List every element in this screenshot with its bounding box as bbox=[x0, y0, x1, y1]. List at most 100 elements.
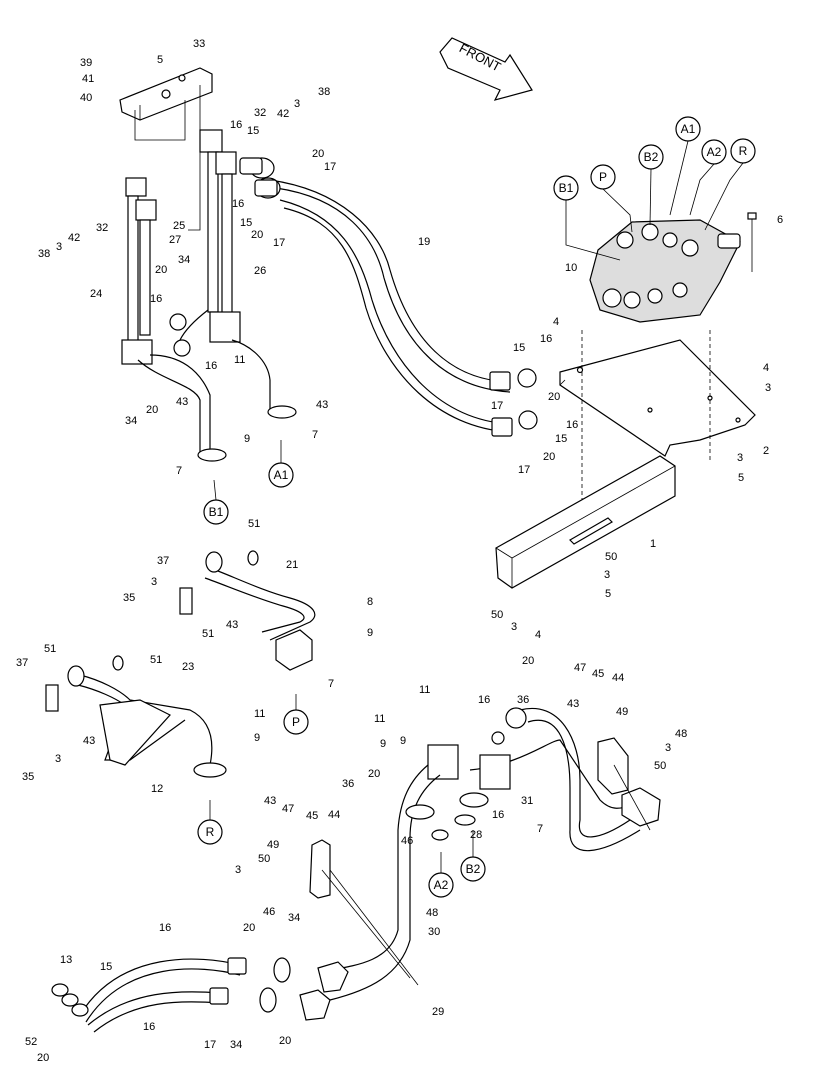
part-number-label: 50 bbox=[605, 551, 617, 563]
part-number-label: 17 bbox=[204, 1039, 216, 1051]
part-number-label: 5 bbox=[157, 54, 163, 66]
part-number-label: 34 bbox=[288, 912, 300, 924]
part-number-label: 3 bbox=[737, 452, 743, 464]
part-number-label: 17 bbox=[324, 161, 336, 173]
part-number-label: 9 bbox=[254, 732, 260, 744]
part-number-label: 3 bbox=[604, 569, 610, 581]
part-number-label: 30 bbox=[428, 926, 440, 938]
part-number-label: 4 bbox=[763, 362, 769, 374]
part-number-label: 51 bbox=[248, 518, 260, 530]
front-arrow: FRONT bbox=[439, 37, 533, 101]
control-valve-10 bbox=[589, 219, 741, 323]
part-number-label: 16 bbox=[143, 1021, 155, 1033]
part-number-label: 44 bbox=[328, 809, 340, 821]
part-number-label: 15 bbox=[555, 433, 567, 445]
part-number-label: 11 bbox=[234, 354, 245, 366]
tube-23 bbox=[45, 655, 227, 778]
tube-21 bbox=[179, 550, 316, 671]
part-number-label: 51 bbox=[150, 654, 162, 666]
part-number-label: 4 bbox=[535, 629, 541, 641]
bracket-33 bbox=[119, 67, 213, 231]
part-number-label: 20 bbox=[279, 1035, 291, 1047]
callout-A2-low: A2 bbox=[428, 872, 454, 898]
part-number-label: 50 bbox=[258, 853, 270, 865]
part-number-label: 3 bbox=[151, 576, 157, 588]
part-number-label: 7 bbox=[176, 465, 182, 477]
part-number-label: 9 bbox=[244, 433, 250, 445]
part-number-label: 43 bbox=[567, 698, 579, 710]
part-number-label: 38 bbox=[38, 248, 50, 260]
part-number-label: 52 bbox=[25, 1036, 37, 1048]
part-number-label: 39 bbox=[80, 57, 92, 69]
part-number-label: 38 bbox=[318, 86, 330, 98]
part-number-label: 35 bbox=[123, 592, 135, 604]
callout-B2-low: B2 bbox=[460, 856, 486, 882]
part-number-label: 16 bbox=[230, 119, 242, 131]
part-number-label: 35 bbox=[22, 771, 34, 783]
part-number-label: 46 bbox=[263, 906, 275, 918]
callout-R-low-label: R bbox=[206, 825, 215, 839]
callout-B1-top: B1 bbox=[553, 175, 579, 201]
part-number-label: 3 bbox=[235, 864, 241, 876]
part-number-label: 11 bbox=[374, 713, 385, 725]
callout-B2-top: B2 bbox=[638, 144, 664, 170]
part-number-label: 16 bbox=[232, 198, 244, 210]
callout-P-top-label: P bbox=[599, 170, 607, 184]
part-number-label: 12 bbox=[151, 783, 163, 795]
part-number-label: 9 bbox=[400, 735, 406, 747]
part-number-label: 15 bbox=[247, 125, 259, 137]
part-number-label: 9 bbox=[380, 738, 386, 750]
part-number-label: 36 bbox=[342, 778, 354, 790]
part-number-label: 16 bbox=[159, 922, 171, 934]
part-number-label: 31 bbox=[521, 795, 533, 807]
part-number-label: 20 bbox=[243, 922, 255, 934]
part-number-label: 20 bbox=[146, 404, 158, 416]
part-number-label: 20 bbox=[368, 768, 380, 780]
callout-A1-mid: A1 bbox=[268, 462, 294, 488]
hoses-13-52 bbox=[51, 957, 291, 1033]
part-number-label: 5 bbox=[605, 588, 611, 600]
part-number-label: 41 bbox=[82, 73, 94, 85]
part-number-label: 34 bbox=[125, 415, 137, 427]
channel-frame-1 bbox=[495, 455, 676, 589]
part-number-label: 3 bbox=[765, 382, 771, 394]
part-number-label: 48 bbox=[426, 907, 438, 919]
part-number-label: 16 bbox=[205, 360, 217, 372]
part-number-label: 43 bbox=[316, 399, 328, 411]
callout-P-mid-label: P bbox=[292, 715, 300, 729]
part-number-label: 32 bbox=[254, 107, 266, 119]
part-number-label: 15 bbox=[513, 342, 525, 354]
part-number-label: 36 bbox=[517, 694, 529, 706]
callout-R-low: R bbox=[197, 819, 223, 845]
part-number-label: 20 bbox=[548, 391, 560, 403]
part-number-label: 20 bbox=[522, 655, 534, 667]
part-number-label: 3 bbox=[55, 753, 61, 765]
part-number-label: 37 bbox=[157, 555, 169, 567]
part-number-label: 45 bbox=[306, 810, 318, 822]
part-number-label: 20 bbox=[251, 229, 263, 241]
part-number-label: 5 bbox=[738, 472, 744, 484]
callout-A1-top: A1 bbox=[675, 116, 701, 142]
part-number-label: 32 bbox=[96, 222, 108, 234]
part-number-label: 24 bbox=[90, 288, 102, 300]
part-number-label: 25 bbox=[173, 220, 185, 232]
part-number-label: 34 bbox=[230, 1039, 242, 1051]
part-number-label: 23 bbox=[182, 661, 194, 673]
part-number-label: 10 bbox=[565, 262, 577, 274]
callout-P-mid: P bbox=[283, 709, 309, 735]
part-number-label: 44 bbox=[612, 672, 624, 684]
part-number-label: 17 bbox=[273, 237, 285, 249]
part-number-label: 16 bbox=[150, 293, 162, 305]
part-number-label: 11 bbox=[419, 684, 430, 696]
part-number-label: 20 bbox=[155, 264, 167, 276]
part-number-label: 51 bbox=[202, 628, 214, 640]
part-number-label: 15 bbox=[240, 217, 252, 229]
callout-A1-top-label: A1 bbox=[681, 122, 696, 136]
part-number-label: 4 bbox=[553, 316, 559, 328]
callout-P-top: P bbox=[590, 164, 616, 190]
part-number-label: 43 bbox=[226, 619, 238, 631]
part-number-label: 47 bbox=[282, 803, 294, 815]
callout-B2-top-label: B2 bbox=[644, 150, 659, 164]
part-number-label: 48 bbox=[675, 728, 687, 740]
